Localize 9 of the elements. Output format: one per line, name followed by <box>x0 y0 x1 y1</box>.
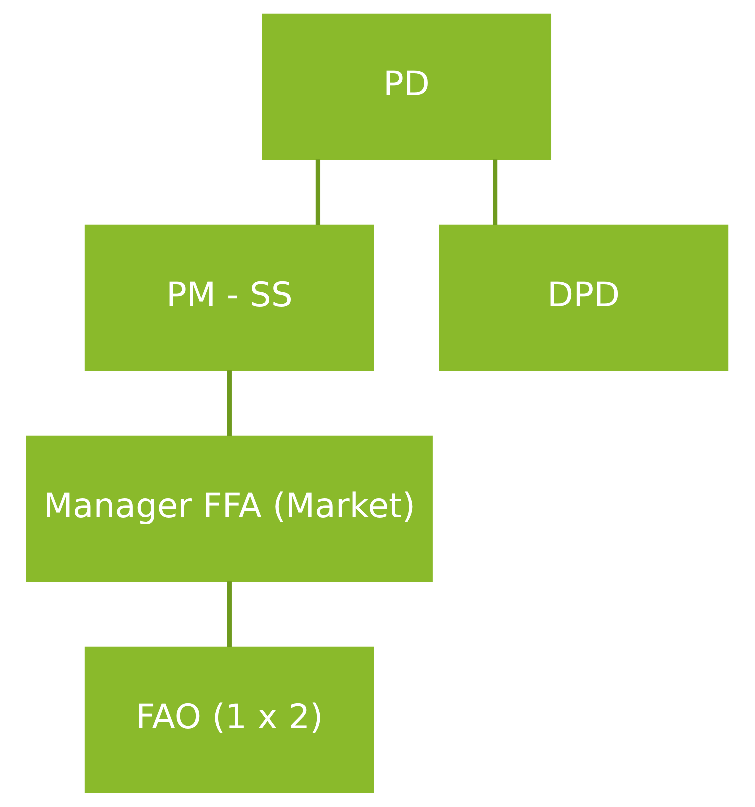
connector <box>493 160 498 226</box>
node-box: Manager FFA (Market) <box>26 436 433 582</box>
node-box: FAO (1 x 2) <box>84 646 374 794</box>
connector <box>227 582 232 648</box>
node-box: PD <box>262 14 552 160</box>
node-box: PM - SS <box>84 224 374 372</box>
node-box: DPD <box>439 224 729 372</box>
connector <box>316 160 321 226</box>
connector <box>227 370 232 436</box>
